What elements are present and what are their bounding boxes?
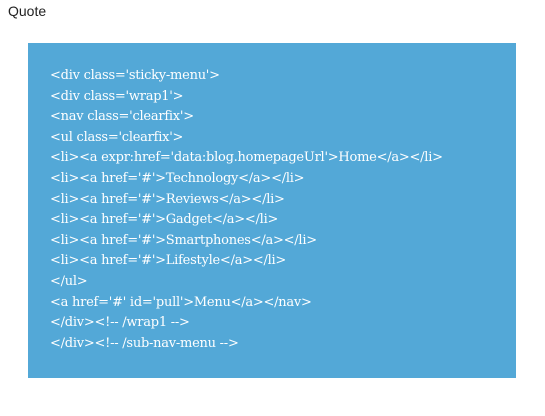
code-line: <div class='wrap1'> [50,88,184,104]
quote-block: <div class='sticky-menu'> <div class='wra… [28,43,516,378]
quote-label: Quote [8,3,47,19]
code-line: <div class='sticky-menu'> [50,68,220,83]
code-line: <li><a href='#'>Smartphones</a></li> [50,232,317,248]
code-line: </div><!-- /wrap1 --> [50,315,190,331]
code-lines: <div class='sticky-menu'> <div class='wra… [50,66,516,354]
code-line: <li><a href='#'>Reviews</a></li> [50,191,285,207]
code-line: </div><!-- /sub-nav-menu --> [50,335,239,351]
code-line: <li><a href='#'>Gadget</a></li> [50,212,279,228]
code-line: <nav class='clearfix'> [50,109,194,125]
code-line: <ul class='clearfix'> [50,129,184,145]
code-line: </ul> [50,273,88,289]
code-line: <li><a expr:href='data:blog.homepageUrl'… [50,150,443,166]
code-line: <li><a href='#'>Lifestyle</a></li> [50,253,287,269]
code-line: <a href='#' id='pull'>Menu</a></nav> [50,294,312,310]
code-line: <li><a href='#'>Technology</a></li> [50,170,305,186]
